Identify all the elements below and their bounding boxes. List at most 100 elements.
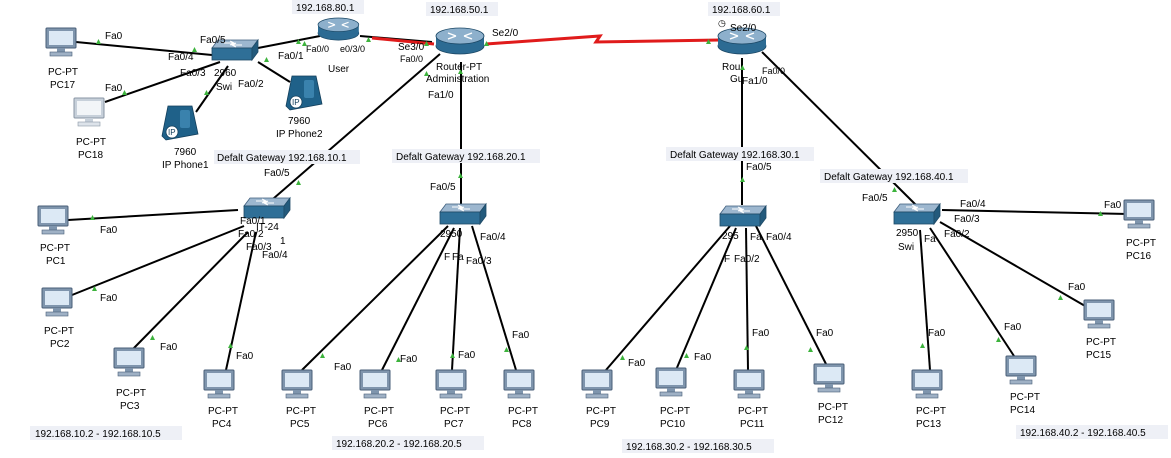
pc-12[interactable]: PC-PT PC12 <box>813 363 848 426</box>
link-pc5 <box>301 225 449 371</box>
switch-top-label-2: Swi <box>216 82 232 93</box>
pc-11[interactable]: PC-PT PC11 <box>733 369 768 430</box>
port-label: Fa0/0 <box>306 44 329 54</box>
network-labels: 192.168.80.1 192.168.50.1 192.168.60.1 D… <box>30 0 1168 453</box>
gateway-label-1: Defalt Gateway 192.168.10.1 <box>217 153 347 164</box>
ip-phone-1[interactable]: 7960 IP Phone1 <box>161 105 209 171</box>
pc-type-label: PC-PT <box>1086 337 1116 348</box>
port-label: Fa0 <box>694 352 712 363</box>
port-label: Fa0 <box>628 358 646 369</box>
port-label: Fa0 <box>458 350 476 361</box>
pc-type-label: PC-PT <box>48 67 78 78</box>
network-label-2: 192.168.50.1 <box>430 5 489 16</box>
port-label: Se2/0 <box>730 23 757 34</box>
router-admin-label-1: Router-PT <box>436 62 482 73</box>
pc-2[interactable]: PC-PT PC2 <box>41 287 74 350</box>
pc-1[interactable]: PC-PT PC1 <box>37 205 70 267</box>
port-label: Fa0/4 <box>168 52 194 63</box>
pc-name-label: PC12 <box>818 415 843 426</box>
pc-name-label: PC9 <box>590 419 610 430</box>
link-pc10 <box>675 227 737 371</box>
switch-group-3[interactable]: 295 F <box>719 205 767 265</box>
pc-18[interactable]: PC-PT PC18 <box>73 97 106 161</box>
ip-phone-2-model: 7960 <box>288 116 311 127</box>
pc-name-label: PC6 <box>368 419 388 430</box>
link-pc12 <box>755 225 827 365</box>
pc-17[interactable]: PC-PT PC17 <box>45 27 78 91</box>
switch-group-2[interactable]: 2950 F <box>439 203 487 263</box>
link-pc8 <box>471 225 517 371</box>
pc-5[interactable]: PC-PT PC5 <box>281 369 316 430</box>
pc-3[interactable]: PC-PT PC3 <box>113 347 146 412</box>
pc-type-label: PC-PT <box>508 406 538 417</box>
port-label: Fa0 <box>752 328 770 339</box>
pc-14[interactable]: PC-PT PC14 <box>1005 355 1040 416</box>
link-markers <box>90 37 1103 362</box>
port-label: Fa0/3 <box>954 214 980 225</box>
router-administration[interactable]: Router-PT Administration <box>426 27 489 85</box>
port-label: Fa0/1 <box>240 216 266 227</box>
pc-name-label: PC15 <box>1086 350 1111 361</box>
pc-8[interactable]: PC-PT PC8 <box>503 369 538 430</box>
port-label: Fa0/4 <box>480 232 506 243</box>
port-label: Fa0 <box>1004 322 1022 333</box>
port-label: Fa0/4 <box>766 232 792 243</box>
port-label: Fa <box>924 234 936 245</box>
gateway-label-2: Defalt Gateway 192.168.20.1 <box>396 152 526 163</box>
pc-name-label: PC3 <box>120 401 140 412</box>
switch-group-4-label-2: Swi <box>898 242 914 253</box>
port-label: Fa0/5 <box>430 182 456 193</box>
pc-name-label: PC5 <box>290 419 310 430</box>
switch-group-4-label-1: 2950 <box>896 228 919 239</box>
port-label: Fa0/0 <box>400 54 423 64</box>
pc-type-label: PC-PT <box>660 406 690 417</box>
link-admin-sw1 <box>265 53 441 206</box>
port-label: Fa0 <box>334 362 352 373</box>
pc-9[interactable]: PC-PT PC9 <box>581 369 616 430</box>
switch-group-4[interactable]: 2950 Swi <box>893 203 941 253</box>
pc-type-label: PC-PT <box>116 388 146 399</box>
port-label: Fa0/3 <box>466 256 492 267</box>
port-label: Fa0 <box>1104 200 1122 211</box>
port-label: Fa0/5 <box>200 35 226 46</box>
port-label: Fa0 <box>1068 282 1086 293</box>
router-user[interactable]: User <box>317 17 360 75</box>
switch-group-1[interactable]: IT-24 1 <box>243 197 291 247</box>
router-guest-label-1: Rou <box>722 62 740 73</box>
port-label: Fa0 <box>100 225 118 236</box>
port-label: Fa0 <box>816 328 834 339</box>
port-label: Fa0 <box>105 31 123 42</box>
switch-top-label-1: 2960 <box>214 68 237 79</box>
link-switch-router-user <box>257 35 321 49</box>
pc-7[interactable]: PC-PT PC7 <box>435 369 470 430</box>
port-label: Fa0/3 <box>246 242 272 253</box>
switch-top[interactable]: 2960 Swi <box>211 39 259 93</box>
link-pc9 <box>605 225 731 371</box>
pc-type-label: PC-PT <box>586 406 616 417</box>
pc-15[interactable]: PC-PT PC15 <box>1083 299 1116 361</box>
gateway-label-4: Defalt Gateway 192.168.40.1 <box>824 172 954 183</box>
clock-icon: ◷ <box>718 18 726 28</box>
pc-type-label: PC-PT <box>738 406 768 417</box>
port-label: Fa0 <box>100 293 118 304</box>
port-label: e0/3/0 <box>340 44 365 54</box>
network-label-3: 192.168.60.1 <box>712 5 771 16</box>
ip-phone-2[interactable]: 7960 IP Phone2 <box>276 75 323 140</box>
router-guest[interactable]: ◷ Rou Gu <box>717 18 767 85</box>
pc-16[interactable]: PC-PT PC16 <box>1123 199 1156 262</box>
port-label: Fa0 <box>928 328 946 339</box>
port-label: Fa0/3 <box>180 68 206 79</box>
pc-name-label: PC2 <box>50 339 70 350</box>
port-label: Se3/0 <box>398 42 425 53</box>
port-label: Fa0 <box>236 351 254 362</box>
link-pc17-switch <box>75 41 213 56</box>
router-user-label: User <box>328 64 350 75</box>
pc-13[interactable]: PC-PT PC13 <box>911 369 946 430</box>
pc-6[interactable]: PC-PT PC6 <box>359 369 394 430</box>
pc-4[interactable]: PC-PT PC4 <box>203 369 238 430</box>
pc-type-label: PC-PT <box>818 402 848 413</box>
link-pc11 <box>745 227 749 371</box>
pc-name-label: PC7 <box>444 419 464 430</box>
pc-10[interactable]: PC-PT PC10 <box>655 367 690 430</box>
